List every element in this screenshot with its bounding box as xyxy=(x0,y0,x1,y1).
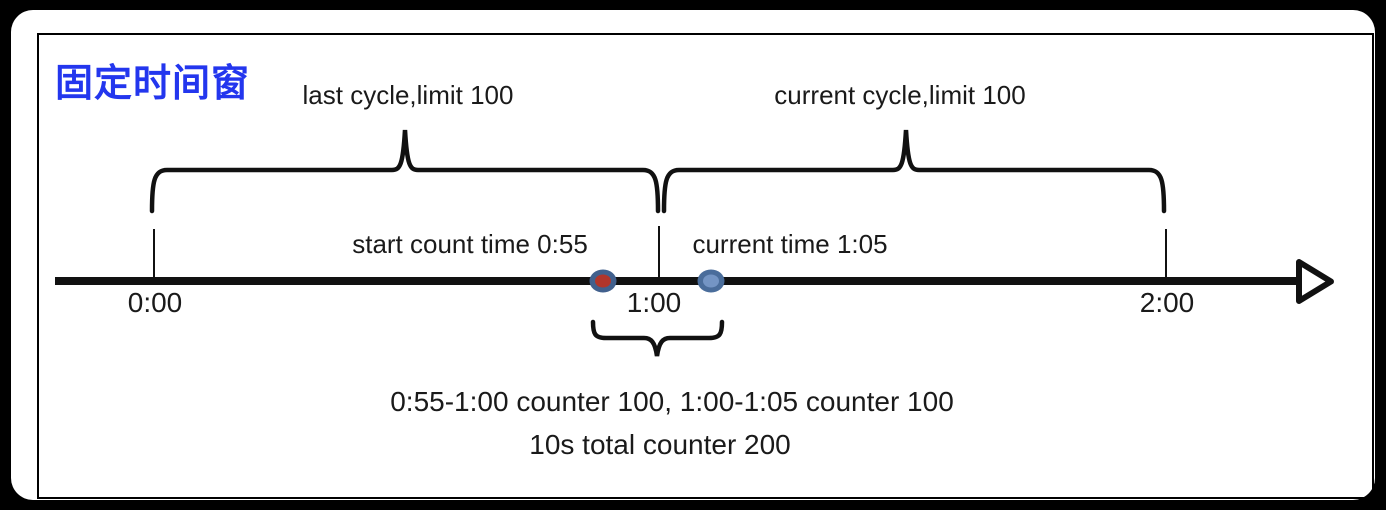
counter-detail-line: 0:55-1:00 counter 100, 1:00-1:05 counter… xyxy=(390,386,954,417)
last-cycle-label: last cycle,limit 100 xyxy=(302,80,514,110)
tick-label-2-00: 2:00 xyxy=(1139,287,1195,318)
tick-label-0-00: 0:00 xyxy=(127,287,183,318)
current-cycle-brace xyxy=(661,129,1167,214)
last-cycle-brace xyxy=(149,129,661,214)
counter-window-brace xyxy=(590,319,725,357)
start-count-marker-dot xyxy=(595,274,611,288)
diagram-card xyxy=(11,10,1375,500)
inner-border xyxy=(37,33,1374,499)
current-cycle-label: current cycle,limit 100 xyxy=(774,80,1026,110)
current-time-label: current time 1:05 xyxy=(692,229,888,259)
tick-label-1-00: 1:00 xyxy=(626,287,682,318)
page-title: 固定时间窗 xyxy=(55,63,251,105)
arrow-head-icon xyxy=(1296,259,1334,304)
counter-total-line: 10s total counter 200 xyxy=(529,429,791,460)
current-time-marker-dot xyxy=(703,274,719,288)
start-count-time-label: start count time 0:55 xyxy=(352,229,588,259)
